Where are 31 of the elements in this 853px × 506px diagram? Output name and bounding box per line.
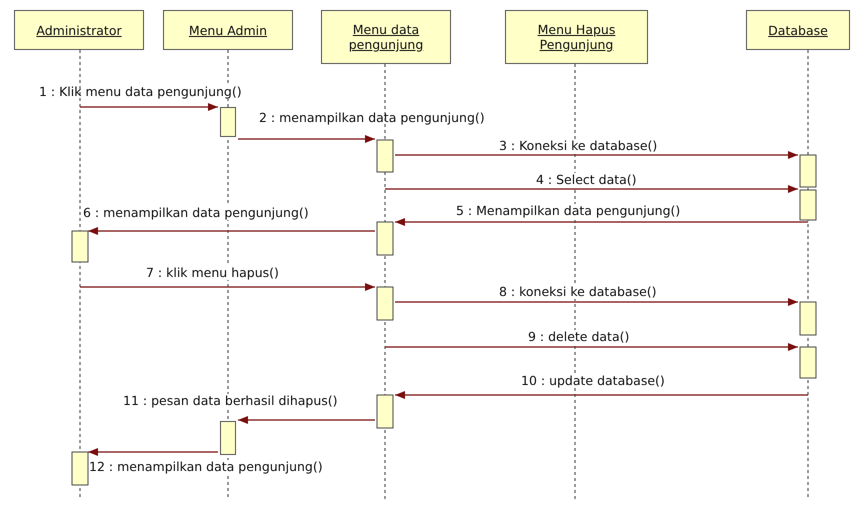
participant-name: Menu data pengunjung: [348, 22, 424, 52]
message-label: 4 : Select data(): [535, 173, 638, 187]
message-label: 3 : Koneksi ke database(): [498, 139, 658, 153]
message-label: 7 : klik menu hapus(): [145, 266, 280, 280]
message-label: 12 : menampilkan data pengunjung(): [88, 460, 324, 474]
message-arrow: [238, 135, 375, 143]
message-label: 9 : delete data(): [527, 330, 630, 344]
message-label: 11 : pesan data berhasil dihapus(): [122, 394, 339, 408]
message-arrow: [385, 343, 798, 351]
participant-name: Database: [768, 22, 828, 38]
message-arrow: [80, 103, 218, 111]
participant-name: Menu Hapus Pengunjung: [536, 22, 616, 52]
participant-name: Menu Admin: [188, 22, 268, 38]
activation-bar: [220, 421, 236, 455]
message-label: 8 : koneksi ke database(): [498, 285, 658, 299]
message-arrow: [395, 391, 808, 399]
message-arrow: [395, 298, 798, 306]
message-arrow: [88, 448, 218, 456]
message-label: 1 : Klik menu data pengunjung(): [38, 85, 243, 99]
participant-name: Administrator: [36, 22, 122, 38]
activation-bar: [220, 107, 236, 137]
message-arrow: [395, 218, 808, 226]
message-arrow: [395, 151, 798, 159]
message-arrow: [238, 416, 375, 424]
message-arrow: [88, 227, 375, 235]
message-label: 2 : menampilkan data pengunjung(): [258, 111, 486, 125]
message-arrow: [80, 283, 375, 291]
message-label: 6 : menampilkan data pengunjung(): [82, 206, 310, 220]
message-arrow: [385, 185, 798, 193]
message-label: 10 : update database(): [520, 374, 666, 388]
message-label: 5 : Menampilkan data pengunjung(): [455, 204, 682, 218]
